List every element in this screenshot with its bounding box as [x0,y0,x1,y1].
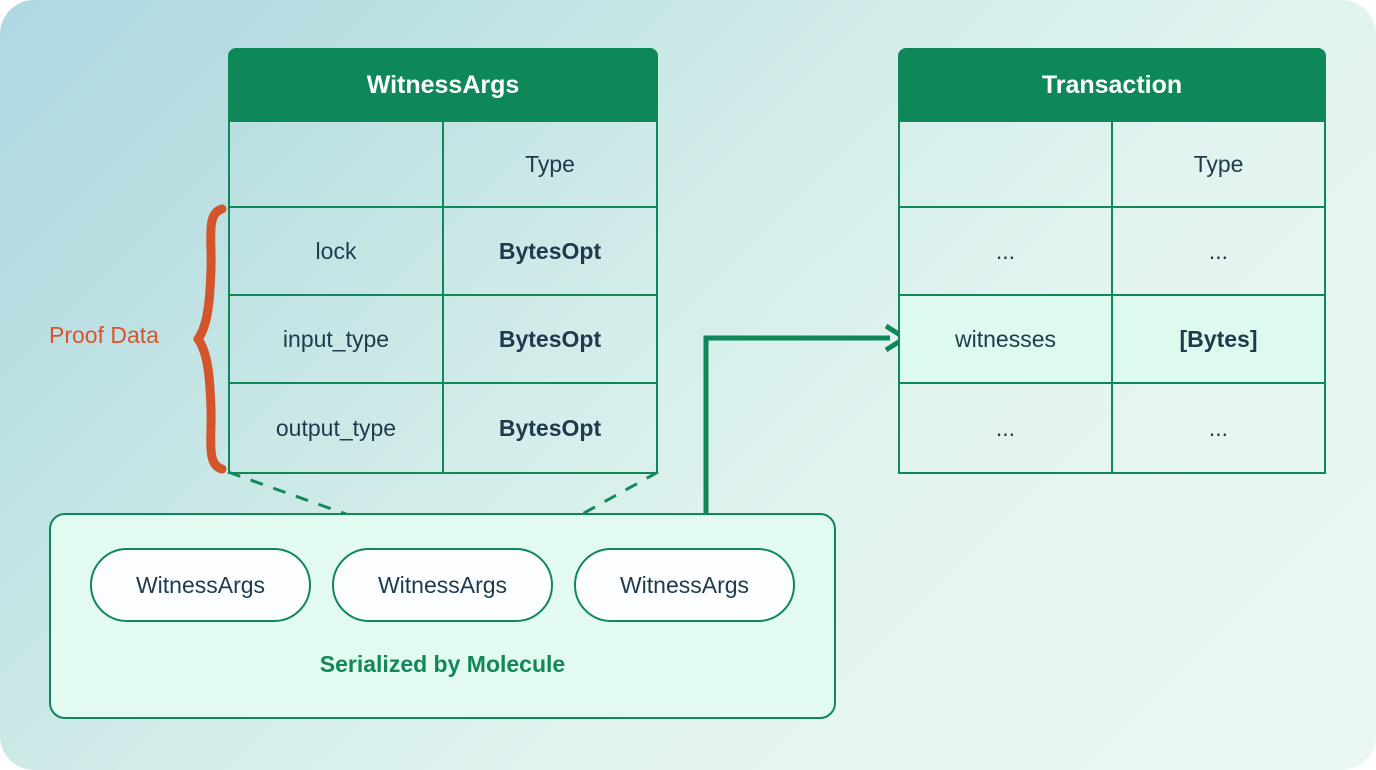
cell-type: BytesOpt [498,325,602,352]
transaction-table-body: Type ... ... witnesses [Bytes] ... ... [898,122,1326,474]
serialized-caption: Serialized by Molecule [319,651,566,677]
witness-args-pill-row: WitnessArgs WitnessArgs WitnessArgs [51,548,834,622]
table-row: output_type BytesOpt [230,384,656,472]
witness-args-pill: WitnessArgs [90,548,311,622]
table-row-witnesses: witnesses [Bytes] [900,296,1324,384]
proof-data-brace-icon [193,204,227,474]
cell-type: BytesOpt [498,237,602,264]
cell-name: ... [900,208,1113,294]
transaction-table-title: Transaction [898,48,1326,122]
cell-type: ... [1208,237,1229,264]
cell-name: input_type [230,296,444,382]
table-row: ... ... [900,208,1324,296]
cell-name: ... [900,384,1113,472]
cell-name: output_type [230,384,444,472]
witness-flow-arrow [703,335,890,513]
table-row: ... ... [900,384,1324,472]
witness-args-pill: WitnessArgs [332,548,553,622]
cell-type: Type [525,150,575,177]
cell-type: Type [1193,150,1244,177]
cell-name [230,122,444,206]
proof-data-label: Proof Data [49,322,159,348]
witness-args-table-title: WitnessArgs [228,48,658,122]
cell-type: [Bytes] [1179,325,1258,352]
cell-type: ... [1208,414,1229,441]
witness-args-table-body: Type lock BytesOpt input_type BytesOpt o… [228,122,658,474]
table-row: lock BytesOpt [230,208,656,296]
table-row: Type [230,122,656,208]
cell-type: BytesOpt [498,414,602,441]
witness-args-pill: WitnessArgs [574,548,795,622]
serialized-container: WitnessArgs WitnessArgs WitnessArgs Seri… [49,513,836,719]
witness-args-table: WitnessArgs Type lock BytesOpt input_typ… [228,48,658,474]
cell-name: lock [230,208,444,294]
table-row: input_type BytesOpt [230,296,656,384]
transaction-table: Transaction Type ... ... witnesses [Byte… [898,48,1326,474]
table-row: Type [900,122,1324,208]
cell-name: witnesses [900,296,1113,382]
cell-name [900,122,1113,206]
